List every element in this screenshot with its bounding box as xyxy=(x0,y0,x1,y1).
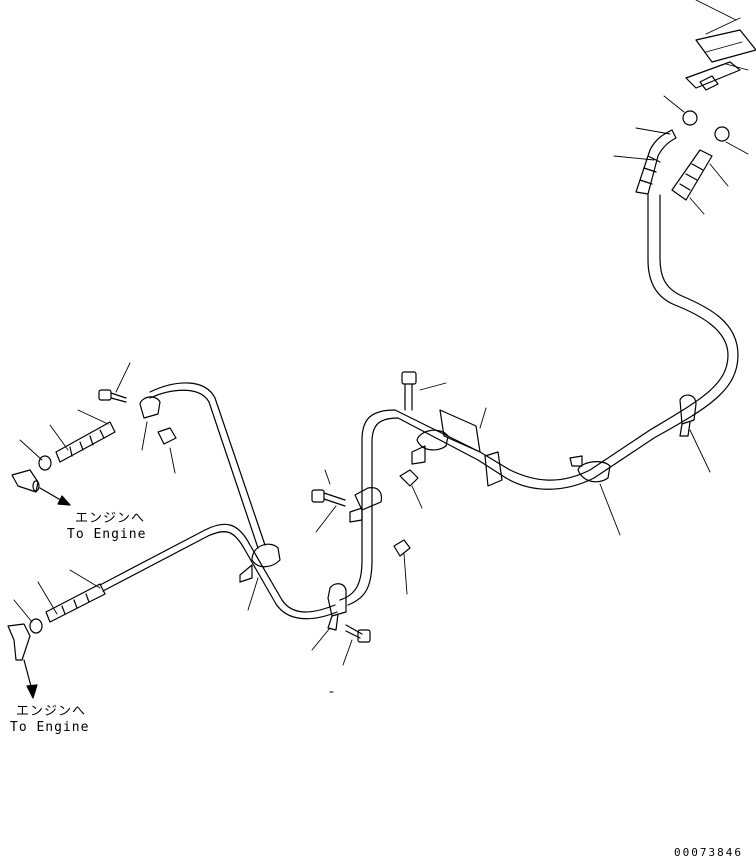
connector-icon xyxy=(7,623,31,661)
hose-icon xyxy=(671,149,713,201)
bolt-icon xyxy=(98,389,127,403)
bracket-icon xyxy=(685,29,756,91)
arrow-down-icon xyxy=(39,487,71,506)
hose-icon xyxy=(45,583,106,623)
note-lower-en: To Engine xyxy=(10,720,90,735)
clamp-icon xyxy=(484,451,503,487)
bracket-icon xyxy=(439,409,481,453)
clamp-icon xyxy=(239,543,281,583)
note-upper-jp: エンジンへ xyxy=(75,511,146,526)
bolt-icon xyxy=(345,624,371,643)
drawing-code: 00073846 xyxy=(674,846,743,859)
hose-clamp-icon xyxy=(714,126,730,142)
hose-icon xyxy=(635,129,677,195)
bolt-icon xyxy=(401,371,417,411)
pipe-lower-run xyxy=(99,523,338,620)
hose-icon xyxy=(55,421,116,463)
note-lower-jp: エンジンへ xyxy=(16,704,87,719)
clamp-icon xyxy=(327,583,347,631)
clamp-icon xyxy=(349,487,383,523)
bracket-icon xyxy=(157,427,177,445)
hose-clamp-icon xyxy=(29,618,43,634)
note-upper-en: To Engine xyxy=(67,527,147,542)
bracket-icon xyxy=(399,469,419,487)
clamp-icon xyxy=(139,396,161,419)
bolt-icon xyxy=(311,489,346,507)
hose-clamp-icon xyxy=(682,110,698,126)
pipe-vertical-riser xyxy=(339,409,399,606)
pipe-horizontal-run xyxy=(394,194,739,490)
pipe-upper-left xyxy=(149,382,266,549)
connector-icon xyxy=(11,469,40,493)
leader-lines xyxy=(13,0,749,666)
clamp-icon xyxy=(411,429,449,465)
clamp-icon xyxy=(569,455,611,483)
hose-clamp-icon xyxy=(38,455,52,471)
bracket-icon xyxy=(393,539,411,557)
arrow-down-icon xyxy=(23,659,38,699)
clamp-icon xyxy=(679,394,697,437)
